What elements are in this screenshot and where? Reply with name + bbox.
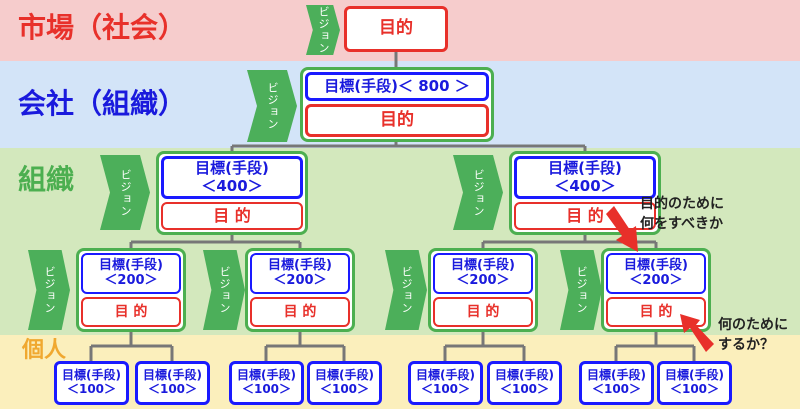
arrow-up-icon [680, 314, 714, 352]
goal-value: ＜100＞ [66, 382, 117, 396]
individual-goal-box: 目標(手段)＜100＞ [229, 361, 304, 405]
goal-label: 目標(手段) [143, 368, 202, 383]
vision-label: ビジョン [119, 168, 132, 217]
vision-label: ビジョン [43, 266, 56, 314]
note-bottom-line: するか？ [718, 337, 774, 354]
market-purpose-box: 目的 [344, 6, 448, 52]
company-goal-box: 目標(手段)＜ 800 ＞ [305, 72, 489, 101]
goal-value: ＜100＞ [499, 382, 550, 396]
goal-label: 目標(手段) [268, 257, 332, 273]
goal-label: 目標(手段) [62, 368, 121, 383]
individual-goal-box: 目標(手段)＜100＞ [135, 361, 210, 405]
goal-label: 目標(手段) [665, 368, 724, 383]
goal-value: ＜200＞ [273, 272, 327, 288]
individual-goal-box: 目標(手段)＜100＞ [579, 361, 654, 405]
goal-value: ＜100＞ [241, 382, 292, 396]
org-goal-box: 目標(手段)＜400＞ [514, 156, 656, 199]
note-bottom-line: 何のために [718, 317, 788, 333]
goal-label: 目標(手段) [548, 159, 622, 178]
individual-goal-box: 目標(手段)＜100＞ [657, 361, 732, 405]
note-bottom: 何のためにするか？ [718, 315, 788, 356]
goal-value: ＜100＞ [420, 382, 471, 396]
individual-goal-box: 目標(手段)＜100＞ [408, 361, 483, 405]
vision-label: ビジョン [575, 266, 588, 314]
goal-value: ＜400＞ [201, 176, 263, 195]
goal-value: ＜100＞ [591, 382, 642, 396]
goal-label: 目標(手段) [587, 368, 646, 383]
arrow-down-icon [606, 206, 638, 252]
vision-chevron: ビジョン [203, 250, 245, 330]
company-purpose-box: 目的 [305, 104, 489, 137]
goal-value: ＜200＞ [456, 272, 510, 288]
goal-value: ＜400＞ [554, 176, 616, 195]
goal-label: 目標(手段) [195, 159, 269, 178]
goal-label: 目標(手段) [495, 368, 554, 383]
goal-value: ＜200＞ [104, 272, 158, 288]
goal-value: ＜100＞ [319, 382, 370, 396]
vision-label: ビジョン [317, 6, 330, 54]
note-top: 目的のために何をすべきか [640, 194, 724, 235]
team-purpose-box: 目 的 [250, 297, 350, 327]
vision-label: ビジョン [400, 266, 413, 314]
row-label-company: 会社（組織） [18, 87, 187, 120]
goal-label: 目標(手段) [99, 257, 163, 273]
vision-chevron: ビジョン [385, 250, 427, 330]
team-goal-box: 目標(手段)＜200＞ [433, 253, 533, 294]
goal-label: 目標(手段) [237, 368, 296, 383]
note-top-line: 目的のために [640, 196, 724, 212]
individual-goal-box: 目標(手段)＜100＞ [54, 361, 129, 405]
goal-label: 目標(手段) [315, 368, 374, 383]
goal-value: ＜100＞ [669, 382, 720, 396]
vision-label: ビジョン [218, 266, 231, 314]
vision-label: ビジョン [266, 82, 279, 130]
org-purpose-box: 目 的 [161, 202, 303, 230]
individual-goal-box: 目標(手段)＜100＞ [307, 361, 382, 405]
row-label-market: 市場（社会） [18, 11, 187, 44]
goal-label: 目標(手段) [451, 257, 515, 273]
org-purpose-box: 目 的 [514, 202, 656, 230]
row-label-org: 組織 [18, 163, 75, 196]
team-goal-box: 目標(手段)＜200＞ [81, 253, 181, 294]
team-purpose-box: 目 的 [81, 297, 181, 327]
note-top-line: 何をすべきか [640, 216, 724, 233]
team-goal-box: 目標(手段)＜200＞ [250, 253, 350, 294]
goal-value: ＜200＞ [629, 272, 683, 288]
individual-goal-box: 目標(手段)＜100＞ [487, 361, 562, 405]
goal-label: 目標(手段) [416, 368, 475, 383]
vision-chevron: ビジョン [560, 250, 602, 330]
goal-label: 目標(手段) [624, 257, 688, 273]
team-purpose-box: 目 的 [433, 297, 533, 327]
team-goal-box: 目標(手段)＜200＞ [606, 253, 706, 294]
org-goal-box: 目標(手段)＜400＞ [161, 156, 303, 199]
vision-label: ビジョン [472, 168, 485, 217]
row-label-individual: 個人 [22, 338, 67, 363]
goal-value: ＜100＞ [147, 382, 198, 396]
